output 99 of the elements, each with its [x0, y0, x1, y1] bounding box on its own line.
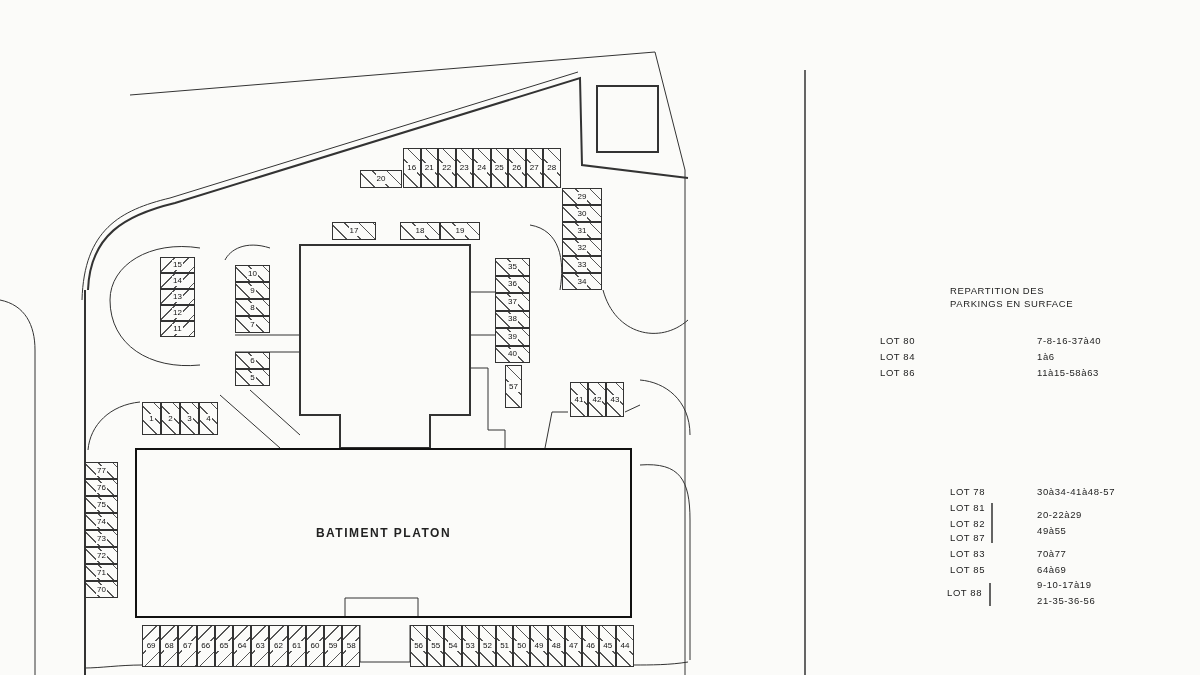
parking-stall: 15 — [160, 257, 195, 273]
parking-stall: 50 — [513, 625, 531, 667]
parking-stall: 17 — [332, 222, 376, 240]
parking-stall: 71 — [85, 564, 118, 581]
parking-stall: 11 — [160, 321, 195, 337]
parking-stall: 12 — [160, 305, 195, 321]
table-text: 49à55 — [1037, 524, 1067, 537]
table-text: LOT 87 — [950, 531, 986, 544]
parking-stall: 60 — [305, 625, 324, 667]
parking-stall: 27 — [525, 148, 543, 188]
parking-stall: 44 — [616, 625, 634, 667]
table-text: 70à77 — [1037, 547, 1067, 560]
table-text: LOT 82 — [950, 517, 986, 530]
parking-stall: 65 — [214, 625, 233, 667]
parking-stall: 14 — [160, 273, 195, 289]
parking-stall: 1 — [142, 402, 161, 435]
parking-stall: 57 — [505, 365, 522, 408]
parking-stall: 48 — [547, 625, 565, 667]
parking-stall: 23 — [455, 148, 473, 188]
parking-stall: 62 — [269, 625, 288, 667]
parking-stall: 31 — [562, 222, 602, 239]
parking-stall: 35 — [495, 258, 530, 276]
parking-stall: 43 — [606, 382, 624, 417]
parking-stall: 32 — [562, 239, 602, 256]
table-text: 11à15-58à63 — [1037, 366, 1099, 379]
parking-stall: 51 — [496, 625, 514, 667]
table-text: LOT 80 — [880, 334, 916, 347]
parking-stall: 25 — [490, 148, 508, 188]
parking-stall: 75 — [85, 496, 118, 513]
parking-stall: 37 — [495, 293, 530, 311]
parking-stall: 76 — [85, 479, 118, 496]
parking-stall: 55 — [427, 625, 445, 667]
table-text: LOT 81 — [950, 501, 986, 514]
parking-stall: 67 — [178, 625, 197, 667]
parking-stall: 30 — [562, 205, 602, 222]
table-text: 9-10-17à19 — [1037, 578, 1092, 591]
table-text: 1à6 — [1037, 350, 1055, 363]
table-text: 7-8-16-37à40 — [1037, 334, 1102, 347]
parking-stall: 7 — [235, 316, 270, 333]
parking-stall: 56 — [410, 625, 428, 667]
parking-stall: 16 — [403, 148, 421, 188]
parking-stall: 58 — [342, 625, 361, 667]
parking-stall: 42 — [588, 382, 606, 417]
parking-stall: 13 — [160, 289, 195, 305]
table-text: 64à69 — [1037, 563, 1067, 576]
parking-stall: 8 — [235, 299, 270, 316]
parking-stall: 26 — [508, 148, 526, 188]
parking-stall: 38 — [495, 310, 530, 328]
parking-stall: 69 — [142, 625, 161, 667]
parking-stall: 77 — [85, 462, 118, 479]
parking-stall: 10 — [235, 265, 270, 282]
parking-stall: 33 — [562, 256, 602, 273]
parking-stall: 54 — [444, 625, 462, 667]
parking-stall: 52 — [478, 625, 496, 667]
table-text: LOT 85 — [950, 563, 986, 576]
parking-stall: 18 — [400, 222, 440, 240]
parking-stall: 20 — [360, 170, 402, 188]
parking-stall: 74 — [85, 513, 118, 530]
building-outline: BATIMENT PLATON — [135, 448, 632, 618]
parking-stall: 28 — [543, 148, 561, 188]
parking-stall: 46 — [582, 625, 600, 667]
parking-stall: 29 — [562, 188, 602, 205]
table-text: LOT 84 — [880, 350, 916, 363]
parking-stall: 53 — [461, 625, 479, 667]
parking-stall: 41 — [570, 382, 588, 417]
parking-stall: 19 — [440, 222, 480, 240]
table-text: 30à34-41à48-57 — [1037, 485, 1116, 498]
table-text: LOT 86 — [880, 366, 916, 379]
table-text: LOT 78 — [950, 485, 986, 498]
parking-stall: 34 — [562, 273, 602, 290]
parking-stall: 61 — [287, 625, 306, 667]
parking-stall: 47 — [564, 625, 582, 667]
parking-stall: 40 — [495, 345, 530, 363]
parking-stall: 66 — [196, 625, 215, 667]
parking-stall: 6 — [235, 352, 270, 369]
table-text: 20-22à29 — [1037, 508, 1082, 521]
parking-stall: 2 — [161, 402, 180, 435]
parking-stall: 72 — [85, 547, 118, 564]
parking-stall: 22 — [438, 148, 456, 188]
parking-stall: 45 — [599, 625, 617, 667]
parking-stall: 5 — [235, 369, 270, 386]
parking-stall: 21 — [420, 148, 438, 188]
parking-stall: 68 — [160, 625, 179, 667]
parking-stall: 9 — [235, 282, 270, 299]
table-text: LOT 83 — [950, 547, 986, 560]
parking-stall: 4 — [199, 402, 218, 435]
parking-stall: 39 — [495, 328, 530, 346]
parking-stall: 73 — [85, 530, 118, 547]
parking-stall: 64 — [233, 625, 252, 667]
table-heading: REPARTITION DES PARKINGS EN SURFACE — [950, 284, 1075, 310]
parking-stall: 3 — [180, 402, 199, 435]
parking-stall: 59 — [324, 625, 343, 667]
table-text: LOT 88 — [947, 586, 983, 599]
parking-stall: 24 — [473, 148, 491, 188]
parking-stall: 70 — [85, 581, 118, 598]
table-text: 21-35-36-56 — [1037, 594, 1096, 607]
parking-stall: 49 — [530, 625, 548, 667]
parking-stall: 63 — [251, 625, 270, 667]
parking-stall: 36 — [495, 275, 530, 293]
